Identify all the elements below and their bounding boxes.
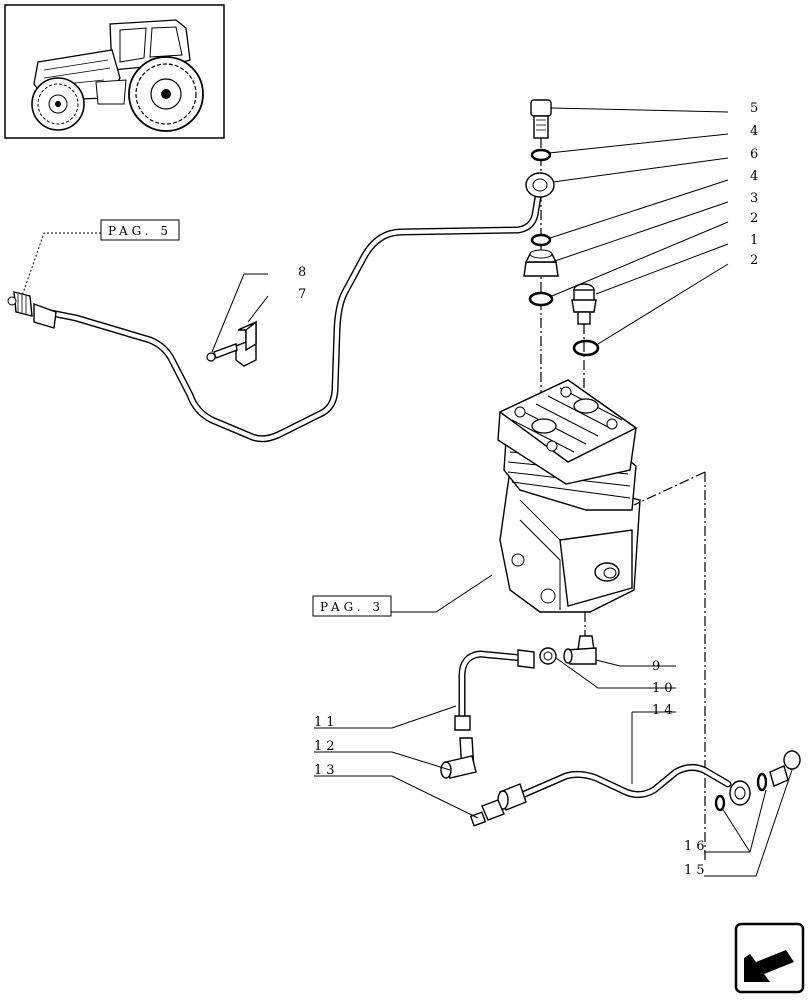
banjo-bolt [530, 99, 552, 139]
banjo-bolt-lower [769, 750, 801, 787]
callout-9: 9 [652, 659, 664, 674]
page-ref-3-label: PAG. 3 [320, 600, 384, 614]
elbow-connector [440, 737, 477, 779]
page-ref-3[interactable]: PAG. 3 [312, 595, 392, 617]
sealing-washer [530, 148, 552, 162]
callout-5: 5 [750, 101, 762, 116]
callout-4: 4 [750, 169, 762, 184]
pipe-short [454, 649, 535, 731]
banjo-end-fitting [714, 772, 768, 812]
elbow-fitting [563, 635, 597, 665]
callout-4: 4 [750, 124, 762, 139]
callout-2: 2 [750, 253, 762, 268]
callout-16: 16 [684, 839, 709, 854]
union-nut [539, 647, 557, 665]
tractor-thumbnail-icon[interactable] [4, 4, 225, 139]
male-connector [469, 799, 505, 827]
sealing-washer [530, 233, 552, 247]
callout-10: 10 [652, 681, 677, 696]
pipe-end-fitting [7, 291, 57, 329]
callout-8: 8 [298, 265, 310, 280]
callout-13: 13 [314, 763, 339, 778]
valve-union [571, 283, 597, 325]
callout-3: 3 [750, 191, 762, 206]
callout-12: 12 [314, 739, 339, 754]
page-ref-5[interactable]: PAG. 5 [100, 219, 180, 241]
callout-2: 2 [750, 211, 762, 226]
copper-washer [572, 339, 600, 357]
next-page-arrow-icon[interactable] [734, 922, 805, 994]
copper-washer [528, 291, 554, 307]
banjo-union [525, 172, 555, 198]
callout-14: 14 [652, 703, 677, 718]
callout-7: 7 [298, 287, 310, 302]
callout-6: 6 [750, 147, 762, 162]
pipe-clamp [235, 320, 257, 367]
delivery-pipe-upper [42, 181, 544, 443]
callout-15: 15 [684, 863, 709, 878]
adapter-fitting [523, 249, 559, 277]
callout-1: 1 [750, 233, 762, 248]
callout-leaders [211, 107, 793, 877]
page-ref-5-label: PAG. 5 [108, 224, 172, 238]
pipe-lower [497, 763, 732, 811]
clamp-screw [206, 343, 238, 362]
air-compressor [497, 379, 641, 613]
callout-11: 11 [314, 715, 339, 730]
